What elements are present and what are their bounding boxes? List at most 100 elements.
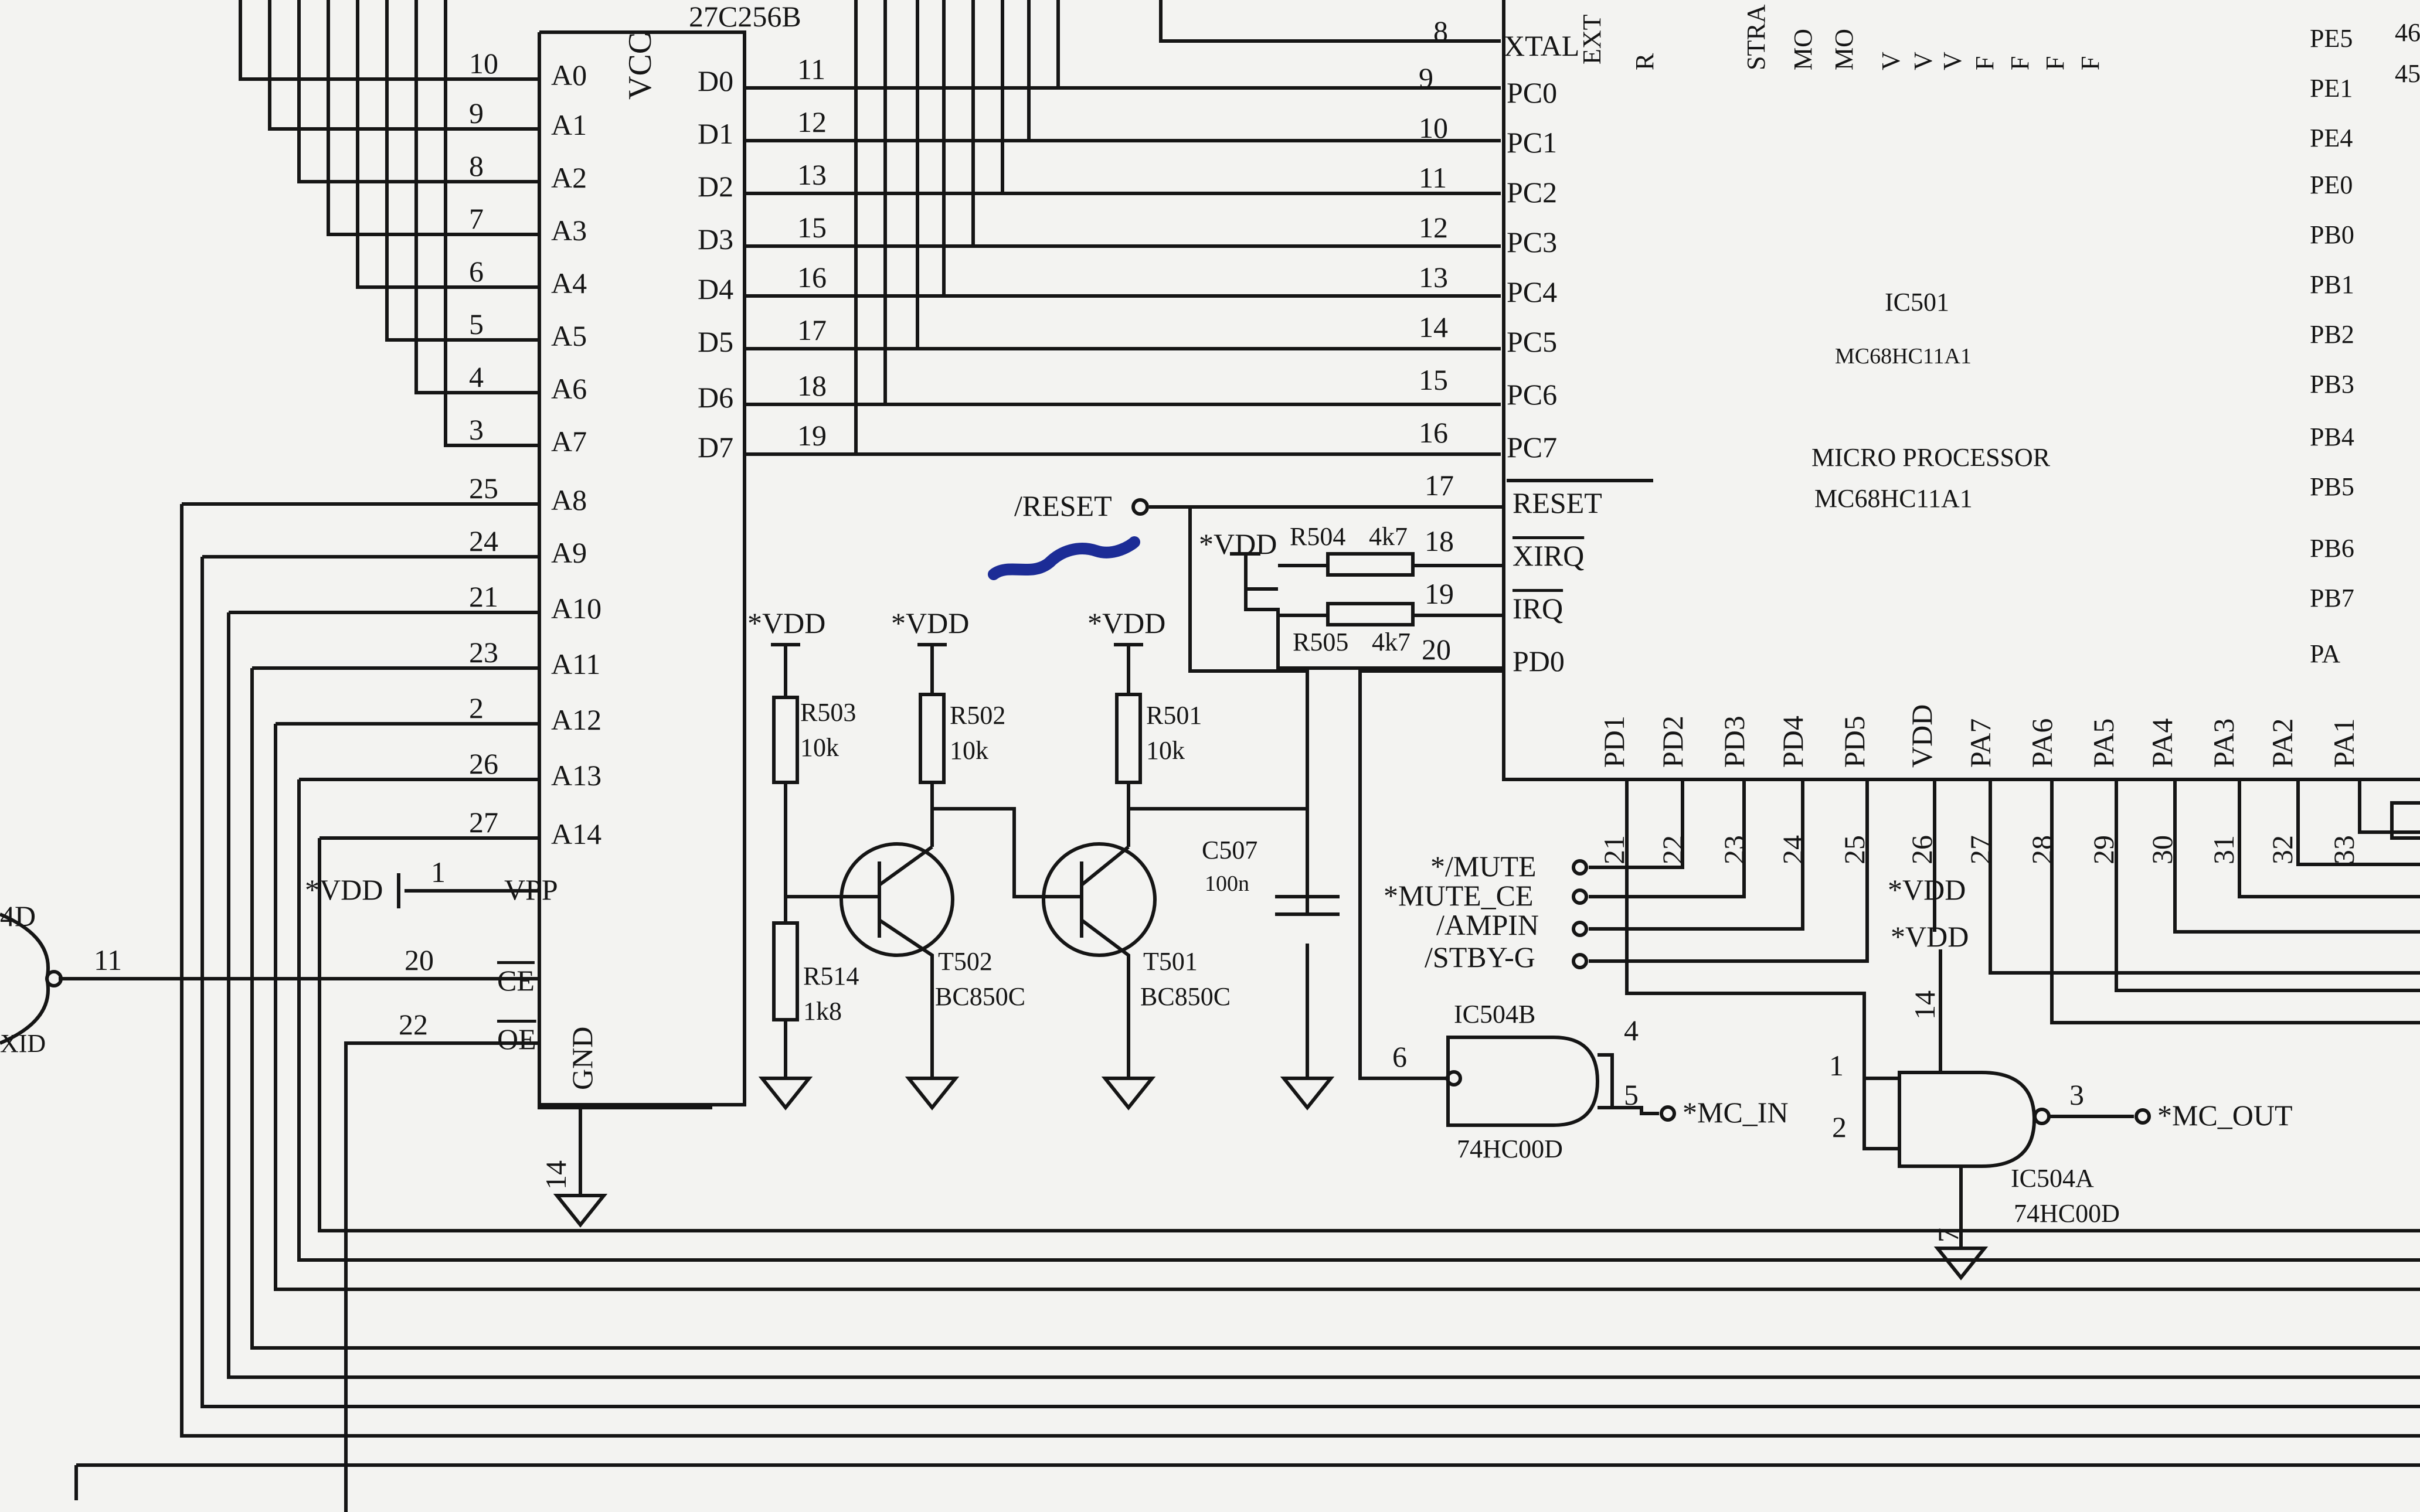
data-pin-label: D3 — [698, 223, 733, 256]
addr-bus-lines — [74, 502, 2420, 1512]
address-pin-label: A11 — [551, 648, 600, 680]
bottom-pin-label: PA2 — [2266, 718, 2299, 768]
c507-ref: C507 — [1202, 836, 1257, 864]
right-edge-num-1: 46 — [2395, 18, 2420, 47]
gnd-2 — [905, 1077, 960, 1111]
right-pin-label: PB2 — [2310, 320, 2354, 349]
address-pin-label: A6 — [551, 372, 587, 405]
address-pin-label: A9 — [551, 536, 587, 569]
bottom-pin-number: 25 — [1838, 835, 1871, 864]
eprom-gnd — [553, 1105, 608, 1228]
data-bus-lines — [745, 0, 1501, 456]
bottom-pin-number: 23 — [1718, 835, 1751, 864]
gate-b-out — [1598, 1053, 1659, 1115]
ctrl-net-node-1 — [1572, 859, 1588, 876]
port-c-pin-label: PC3 — [1507, 226, 1557, 258]
gate-b-body — [1446, 1036, 1600, 1127]
top-fragment-label: MO — [1789, 29, 1817, 70]
data-pin-label: D7 — [698, 431, 733, 464]
ctrl-pin-number: 17 — [1425, 469, 1454, 502]
bottom-pin-label: PD3 — [1718, 716, 1751, 768]
bottom-pin-number: 33 — [2327, 835, 2360, 864]
left-gate-body — [0, 912, 50, 1045]
bottom-pin-number: 27 — [1964, 835, 1997, 864]
r501-lead — [1127, 645, 1307, 847]
gate-a-pin14: 14 — [1908, 990, 1941, 1020]
vdd-bars — [771, 552, 1260, 646]
eprom-body-left — [538, 32, 712, 1109]
data-pin-label: D4 — [698, 273, 733, 305]
address-pin-label: A7 — [551, 425, 587, 458]
pd0-line — [1358, 669, 1504, 1080]
pd-lines — [1589, 779, 2420, 1078]
port-c-pin-number: 10 — [1419, 111, 1448, 144]
bottom-pin-label: PD5 — [1838, 716, 1871, 768]
address-pin-number: 9 — [469, 97, 484, 130]
net-stby: /STBY-G — [1425, 941, 1535, 973]
r501-val: 10k — [1146, 736, 1185, 765]
mc-out-node — [2135, 1108, 2151, 1125]
address-pin-label: A8 — [551, 483, 587, 516]
top-fragment-label: F — [1970, 56, 1999, 70]
bottom-pin-number: 21 — [1598, 835, 1630, 864]
eprom-part: 27C256B — [689, 0, 801, 33]
r505-body — [1326, 602, 1415, 626]
pullup-vdd: *VDD — [1199, 527, 1277, 560]
port-c-pin-label: PC6 — [1507, 378, 1557, 411]
gate-a-pin1: 1 — [1829, 1049, 1844, 1082]
addr-fan-lines — [239, 0, 539, 447]
gate-a-gnd — [1933, 1247, 1989, 1281]
address-pin-number: 4 — [469, 360, 484, 393]
right-pin-label: PE4 — [2310, 124, 2353, 152]
top-fragment-label: V — [1938, 52, 1967, 70]
address-pin-number: 2 — [469, 692, 484, 724]
top-fragment-label: V — [1877, 52, 1905, 70]
pd0-pin-20: 20 — [1422, 633, 1451, 666]
bottom-pin-label: PD1 — [1598, 716, 1630, 768]
ctrl-pin-label: IRQ — [1512, 592, 1563, 625]
gate-a-io — [1862, 949, 2134, 1248]
data-pin-label: D2 — [698, 170, 733, 203]
address-pin-label: A10 — [551, 592, 601, 625]
data-pin-number: 12 — [797, 105, 827, 138]
r501-vdd: *VDD — [1087, 607, 1165, 639]
r502-lead — [930, 645, 1049, 898]
ctrl-pin-label: PD0 — [1512, 645, 1565, 677]
mc-in-label: *MC_IN — [1683, 1096, 1789, 1129]
mc-out-label: *MC_OUT — [2157, 1099, 2293, 1132]
mc-in-node — [1660, 1105, 1676, 1122]
port-c-pin-number: 13 — [1419, 261, 1448, 294]
bottom-pin-label: PA4 — [2146, 718, 2178, 768]
right-pin-label: PB7 — [2310, 584, 2354, 612]
address-pin-number: 10 — [469, 47, 498, 80]
net-mute-ce: *MUTE_CE — [1384, 879, 1534, 912]
bottom-pin-label: PD4 — [1776, 716, 1809, 768]
reset-net-label: /RESET — [1014, 489, 1112, 522]
r504-ref: R504 — [1290, 522, 1345, 551]
r504-val: 4k7 — [1369, 522, 1408, 551]
address-pin-label: A0 — [551, 59, 587, 91]
gate-a-pin2: 2 — [1832, 1111, 1847, 1143]
ctrl-pin-label: RESET — [1512, 486, 1602, 519]
oe-pin-num: 22 — [399, 1008, 428, 1041]
bottom-pin-label: PA5 — [2087, 718, 2120, 768]
top-fragment-label: F — [2006, 56, 2034, 70]
address-pin-number: 7 — [469, 202, 484, 235]
eprom-gnd-label: GND — [566, 1027, 599, 1090]
r514-ref: R514 — [803, 962, 859, 990]
top-fragment-label: V — [1909, 52, 1938, 70]
port-c-pin-label: PC4 — [1507, 275, 1557, 308]
r503-body — [772, 696, 799, 784]
top-fragment-label: F — [2041, 56, 2069, 70]
r504-body — [1326, 552, 1415, 577]
gate-b-out-num: 4 — [1624, 1014, 1639, 1047]
bottom-pin-number: 31 — [2207, 835, 2240, 864]
mcu-body — [1502, 0, 2420, 781]
top-fragment-label: STRA — [1742, 4, 1770, 70]
bottom-pin-label: PA3 — [2207, 718, 2240, 768]
data-pin-number: 17 — [797, 314, 827, 346]
mcu-ref: IC501 — [1885, 288, 1949, 316]
vpp-supply: *VDD — [305, 873, 383, 906]
